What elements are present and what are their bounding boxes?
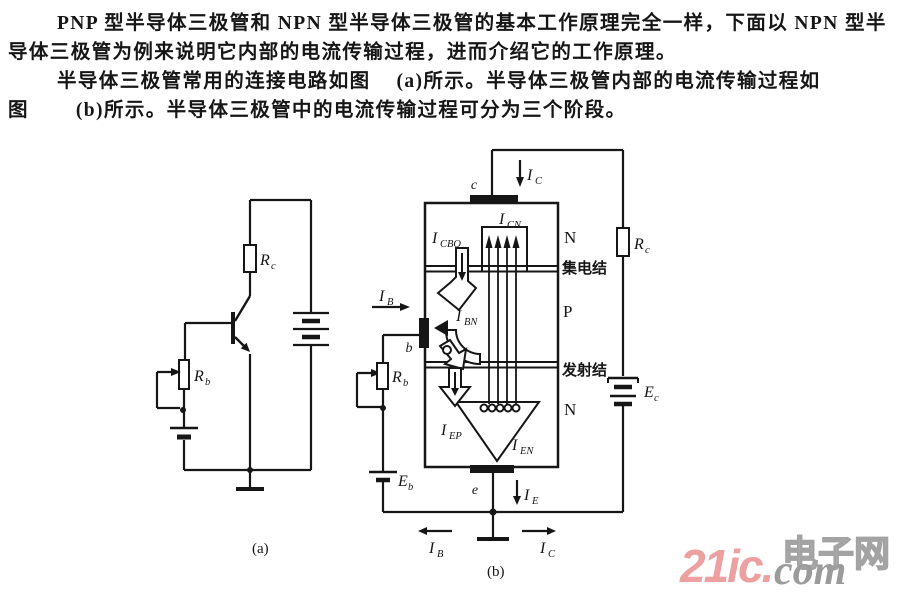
battery-ec-sub: c (654, 393, 659, 404)
paragraph-2-line-1: 半导体三极管常用的连接电路如图 (a)所示。半导体三极管内部的电流传输过程如 (57, 64, 821, 93)
line4-post: (b)所示。半导体三极管中的电流传输过程可分为三个阶段。 (75, 100, 627, 121)
resistor-rb-label: R (193, 368, 204, 385)
junction-dot (180, 407, 186, 413)
ib-bottom-sub: B (437, 549, 444, 560)
multicell-battery-icon (293, 311, 329, 347)
line3-pre: 半导体三极管常用的连接电路如图 (57, 71, 371, 92)
collector-junction-line (425, 265, 558, 273)
resistor-rb-icon (178, 359, 190, 390)
emitter-contact (470, 465, 514, 473)
paragraph-1-line-2: 导体三极管为例来说明它内部的电流传输过程，进而介绍它的工作原理。 (8, 42, 677, 63)
region-p-label: P (563, 302, 572, 321)
ie-sub: E (531, 496, 539, 507)
battery-ec-label: E (643, 384, 654, 401)
terminal-e-label: e (472, 483, 478, 498)
ib-bottom-arrow (418, 527, 452, 535)
ic-bottom-label: I (539, 540, 546, 557)
electron-flow-arrows (485, 235, 520, 404)
region-n-top-label: N (564, 228, 576, 247)
electron-circles (479, 403, 521, 413)
collector-contact (470, 195, 518, 203)
ie-arrow (513, 480, 521, 505)
emitter-arrowhead (240, 342, 250, 352)
icbo-sub: CBO (440, 239, 461, 250)
resistor-rb-icon (376, 362, 389, 390)
resistor-rb-sub: b (403, 378, 408, 389)
paragraph-2-line-2: 图 (b)所示。半导体三极管中的电流传输过程可分为三个阶段。 (8, 93, 626, 122)
junction-dot (489, 508, 497, 516)
junction-dot (247, 467, 253, 473)
icbo-label: I (431, 230, 438, 247)
battery-eb-icon (369, 470, 397, 483)
resistor-rc-icon (616, 227, 630, 257)
ib-top-label: I (378, 288, 385, 305)
emitter-junction-label: 发射结 (561, 361, 607, 379)
ic-top-label: I (526, 167, 533, 184)
line3-post: (a)所示。半导体三极管内部的电流传输过程如 (396, 71, 821, 92)
hole-arrow-icon (438, 338, 468, 371)
region-n-bottom-label: N (564, 400, 576, 419)
iep-hollow-arrow (437, 367, 473, 408)
paragraph-1-line-1: PNP 型半导体三极管和 NPN 型半导体三极管的基本工作原理完全一样，下面以 … (57, 13, 887, 34)
ien-label: I (511, 437, 518, 454)
ib-top-arrow (372, 303, 410, 311)
resistor-rc-label: R (259, 252, 270, 269)
resistor-rc-icon (243, 244, 257, 273)
watermark-site-text: 电子网 (781, 532, 891, 575)
battery-ec-icon (607, 376, 639, 407)
resistor-rb-sub: b (205, 377, 210, 388)
figure-b-diagram: c b e N P N 集电结 发射结 I C I CN I CBO I BN … (355, 148, 659, 580)
ic-top-arrow (516, 160, 524, 187)
battery-eb-sub: b (408, 482, 413, 493)
ib-bottom-label: I (428, 540, 435, 557)
icn-label: I (498, 211, 505, 228)
resistor-rc-sub: c (645, 245, 650, 256)
icn-tube (481, 226, 528, 272)
ic-top-sub: C (535, 176, 543, 187)
base-contact (419, 318, 429, 348)
figure-a-caption: (a) (252, 541, 269, 557)
collector-junction-label: 集电结 (561, 259, 607, 277)
icbo-hollow-arrow (436, 247, 478, 312)
resistor-rc-label: R (633, 236, 644, 253)
ib-top-sub: B (387, 297, 394, 308)
battery-icon (170, 426, 198, 440)
resistor-rc-sub: c (271, 261, 276, 272)
iep-label: I (440, 422, 447, 439)
watermark-domain-text: com (774, 548, 847, 594)
terminal-b-label: b (406, 341, 413, 356)
ibn-sub: BN (464, 317, 478, 328)
watermark-21ic: 电子网 com 21ic. (680, 529, 898, 594)
battery-eb-label: E (397, 473, 408, 490)
icn-sub: CN (507, 220, 522, 231)
figure-a-circuit: R c R b (a) (155, 198, 329, 557)
iep-sub: EP (448, 431, 462, 442)
npn-transistor-icon (231, 295, 252, 352)
terminal-c-label: c (471, 178, 478, 193)
watermark-brand-text: 21ic. (680, 540, 774, 592)
figure-b-caption: (b) (487, 564, 505, 580)
ic-bottom-sub: C (548, 549, 556, 560)
line4-pre: 图 (8, 100, 29, 121)
wiper-arrow-icon (157, 368, 181, 376)
ic-bottom-arrow (522, 527, 556, 535)
ien-sub: EN (519, 446, 534, 457)
ie-label: I (523, 487, 530, 504)
figure-b-wires (355, 148, 625, 538)
resistor-rb-label: R (391, 369, 402, 386)
junction-dot (380, 405, 386, 411)
ibn-label: I (455, 308, 462, 325)
